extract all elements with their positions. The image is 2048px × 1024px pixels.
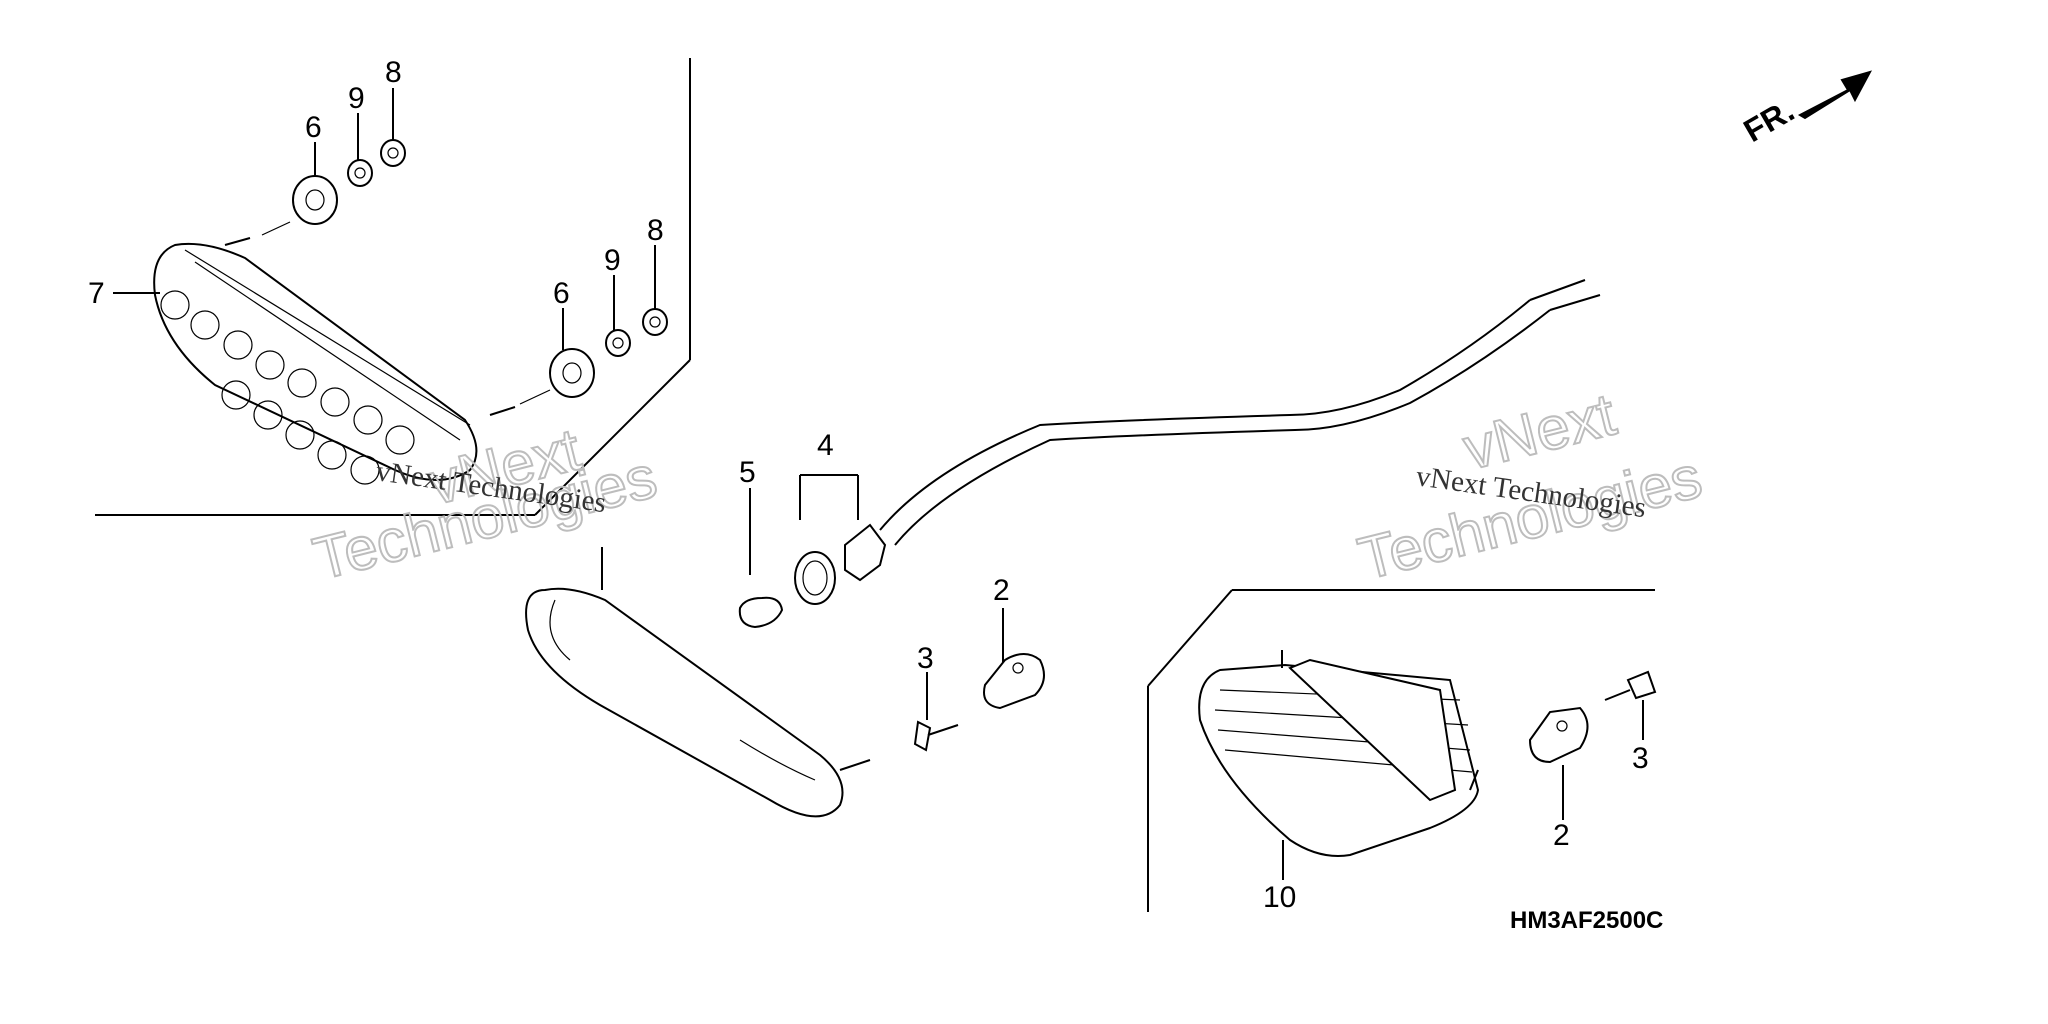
frame-lines — [95, 58, 1655, 912]
bracket-2-center — [983, 653, 1045, 710]
bulb-5 — [738, 596, 784, 629]
callout-7: 7 — [88, 277, 105, 310]
lamp-assembly-7 — [153, 221, 551, 485]
diagram-code: HM3AF2500C — [1510, 907, 1663, 934]
direction-label: FR. — [1738, 92, 1801, 149]
socket-assembly-4 — [794, 279, 1601, 605]
grommet-set-lower — [549, 308, 668, 398]
callout-6-lower: 6 — [553, 277, 570, 310]
callout-2-right: 2 — [1553, 819, 1570, 852]
callout-8-upper: 8 — [385, 56, 402, 89]
screw-3-right — [1604, 670, 1657, 701]
watermarks: vNext Technologies vNext Technologies vN… — [306, 379, 1709, 593]
callouts: 6 9 8 6 9 8 7 5 4 2 3 3 2 10 — [88, 56, 1649, 914]
callout-10: 10 — [1263, 881, 1296, 914]
lamp-lens-center — [525, 547, 871, 818]
callout-9-upper: 9 — [348, 82, 365, 115]
callout-3-center: 3 — [917, 642, 934, 675]
arrow-right-icon — [1797, 70, 1872, 120]
tail-lamp-10 — [1198, 650, 1480, 857]
callout-9-lower: 9 — [604, 244, 621, 277]
lamp-7-led-grid — [160, 290, 415, 485]
front-direction-indicator: FR. — [1738, 70, 1872, 149]
callout-8-lower: 8 — [647, 214, 664, 247]
leader-lines — [113, 88, 1644, 880]
callout-6-upper: 6 — [305, 111, 322, 144]
callout-5: 5 — [739, 456, 756, 489]
screw-3-center — [913, 720, 959, 752]
bracket-2-right — [1528, 706, 1589, 764]
callout-3-right: 3 — [1632, 742, 1649, 775]
callout-2-center: 2 — [993, 574, 1010, 607]
grommet-set-upper — [292, 139, 406, 225]
callout-4: 4 — [817, 429, 834, 462]
